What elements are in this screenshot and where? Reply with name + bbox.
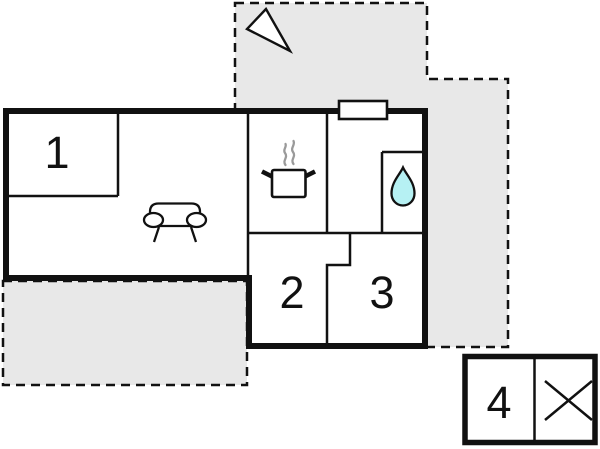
room-2-label: 2 bbox=[279, 267, 304, 318]
room-2-3-divider bbox=[325, 233, 352, 346]
room-3-label: 3 bbox=[369, 267, 394, 318]
annex-outline bbox=[462, 353, 598, 446]
building-outline bbox=[3, 108, 428, 349]
diagonal-cross-icon bbox=[544, 380, 593, 421]
bathroom-walls bbox=[380, 150, 425, 233]
terrace-bottom-left bbox=[1, 279, 249, 387]
room-1-walls bbox=[6, 111, 120, 198]
north-arrow-icon bbox=[245, 7, 294, 54]
annex-box bbox=[462, 353, 598, 446]
terrace-top bbox=[233, 1, 510, 349]
pot-body bbox=[270, 168, 307, 199]
room-1-label: 1 bbox=[44, 127, 69, 178]
sofa-legs bbox=[152, 226, 198, 243]
water-drop-icon bbox=[390, 164, 416, 207]
interior-walls bbox=[6, 111, 425, 346]
sofa-armrest-right bbox=[185, 211, 208, 229]
sofa-armrest-left bbox=[142, 211, 165, 229]
room-4-label: 4 bbox=[486, 377, 511, 428]
sofa-icon bbox=[142, 202, 208, 243]
window-icon bbox=[337, 99, 389, 121]
steam-line-left bbox=[283, 142, 288, 167]
cooking-pot-icon bbox=[260, 139, 317, 199]
steam-line-right bbox=[290, 139, 296, 166]
